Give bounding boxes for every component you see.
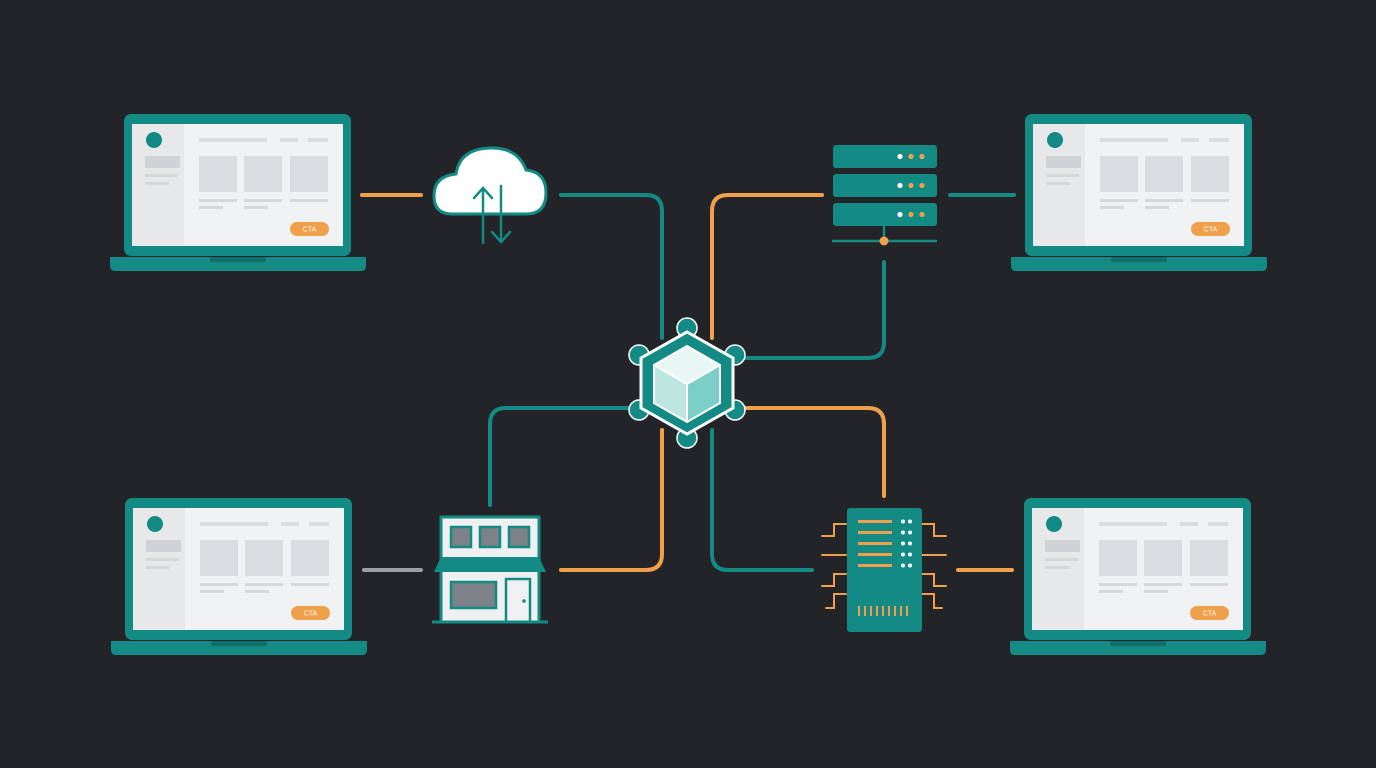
cta-label: CTA [1203,611,1217,618]
laptop-top-right: CTA [1011,114,1267,271]
server-tower-icon [821,508,947,632]
link-hub-tower-orange [742,406,886,498]
cta-button[interactable] [1190,606,1229,620]
cta-button[interactable] [290,222,329,236]
link-hub-tower-teal [710,428,814,572]
storefront-icon [432,515,548,624]
link-rack-hub-orange [710,193,824,340]
link-hub-store-orange [559,428,664,572]
server-rack-icon [832,145,937,246]
cta-button[interactable] [291,606,330,620]
link-cloud-hub [559,193,664,340]
connectors [360,193,1016,572]
link-hub-store-teal [488,406,634,507]
laptop-bottom-left: CTA [111,498,367,655]
cta-label: CTA [303,227,317,234]
laptop-top-left: CTA [110,114,366,271]
cta-button[interactable] [1191,222,1230,236]
hub-cube-icon [628,317,746,449]
cloud-sync-icon [432,146,548,245]
cta-label: CTA [304,611,318,618]
laptop-bottom-right: CTA [1010,498,1266,655]
cta-label: CTA [1204,227,1218,234]
link-rack-hub-teal [740,260,886,360]
